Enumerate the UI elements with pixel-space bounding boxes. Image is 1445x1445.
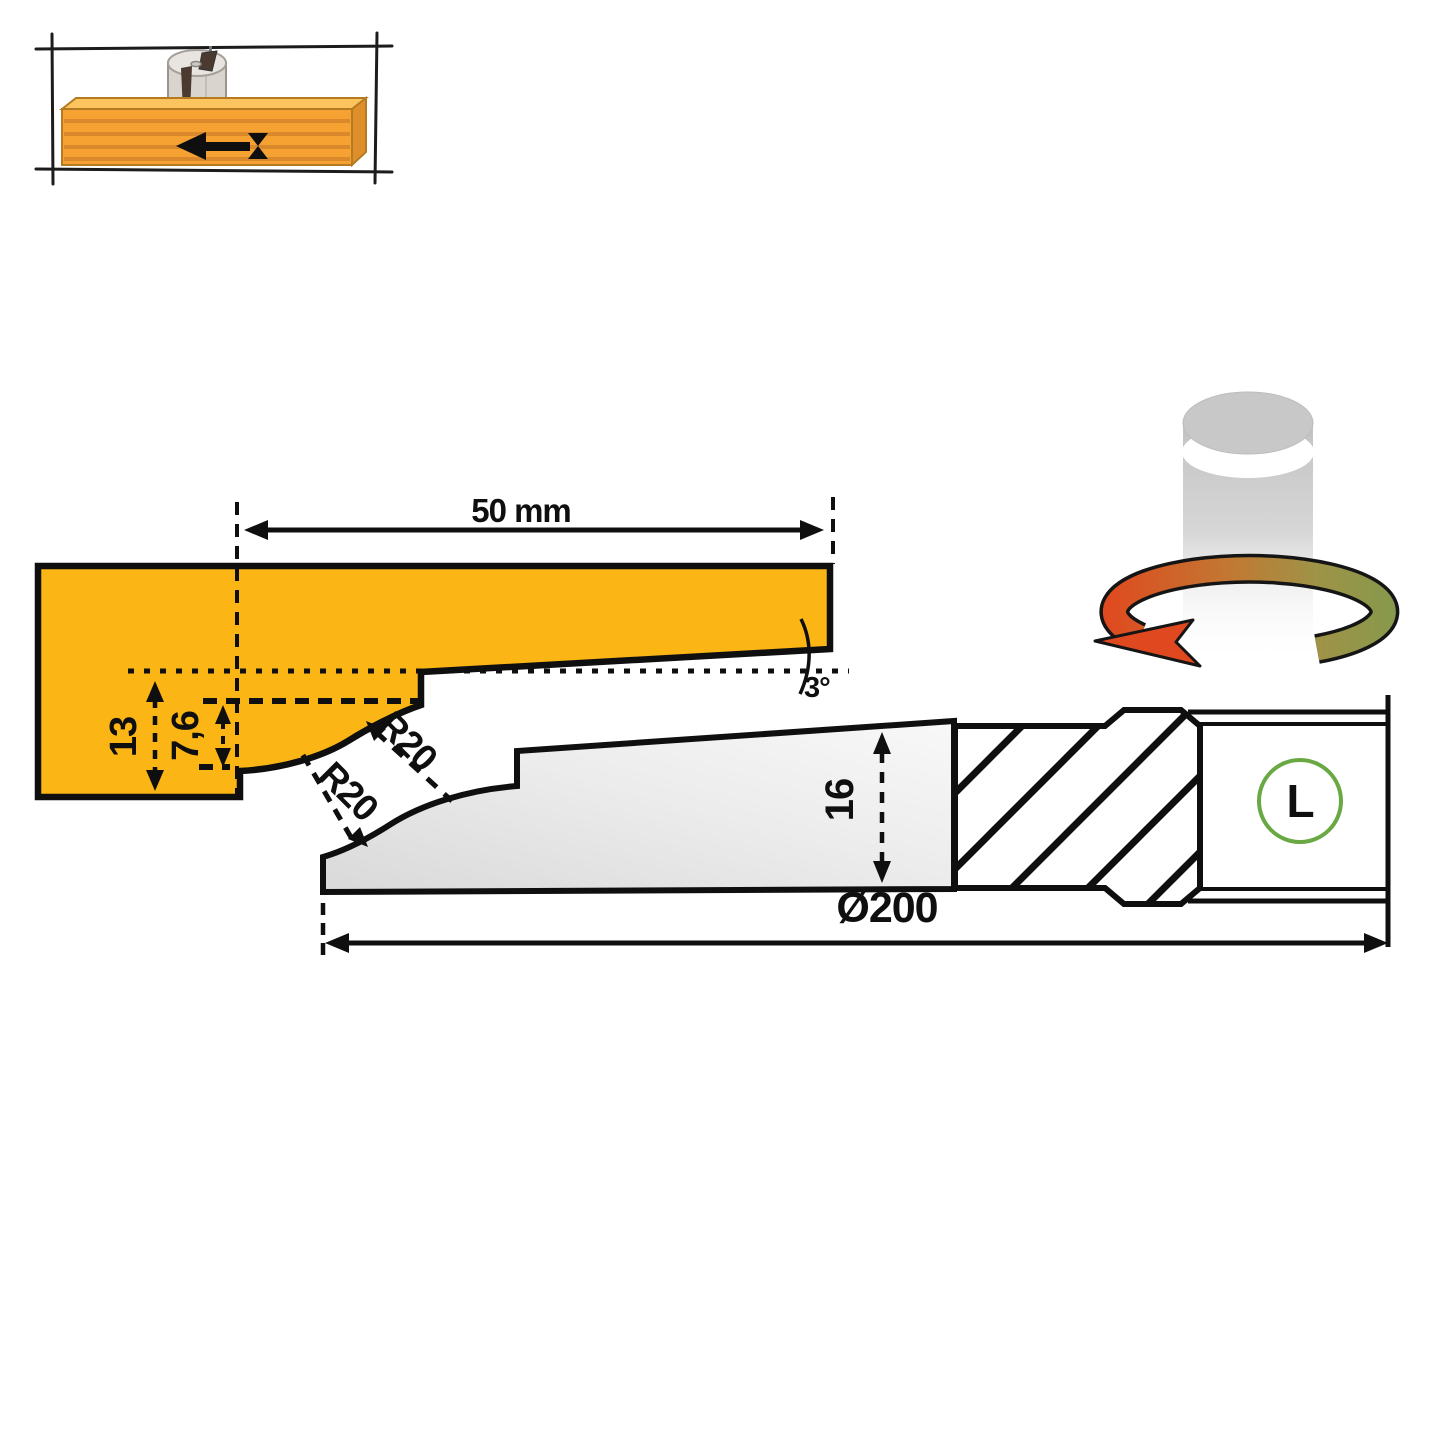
arrowhead-right	[800, 520, 824, 540]
rotation-arrow	[1093, 553, 1400, 668]
radius-lower-label: R20	[311, 754, 386, 829]
dimension-diameter: Ø200	[320, 695, 1391, 962]
spindle-cylinder-top	[1182, 391, 1314, 455]
rotation-direction-badge: L	[1257, 758, 1343, 844]
rotation-label: L	[1286, 775, 1313, 827]
icon-frame	[34, 31, 394, 186]
bore-hole	[190, 60, 202, 68]
length-label: 50 mm	[471, 492, 571, 529]
diameter-label: Ø200	[836, 884, 937, 932]
application-icon	[34, 31, 394, 186]
spindle-rotation-indicator	[1093, 391, 1400, 668]
depth-total-label: 13	[103, 717, 145, 757]
depth-step-label: 7,6	[165, 711, 207, 761]
edge-height-label: 16	[818, 779, 862, 822]
dimension-depth-total: 13	[103, 681, 164, 791]
arrowhead-left	[244, 520, 268, 540]
cutter-knife-profile	[320, 717, 957, 896]
cutter-assembly	[320, 707, 1390, 907]
angle-label: 3°	[804, 672, 830, 704]
feed-direction-arrow	[176, 132, 268, 160]
workpiece-board-icon	[59, 95, 369, 168]
dimension-edge-height: 16	[818, 732, 891, 883]
cutter-body-hatch	[952, 707, 1203, 907]
reflection	[323, 940, 1390, 1134]
rotation-arrowhead	[1093, 618, 1202, 668]
dimension-length: 50 mm	[244, 492, 824, 540]
angle-callout: 3°	[798, 618, 831, 704]
dimension-depth-step: 7,6	[165, 705, 231, 767]
